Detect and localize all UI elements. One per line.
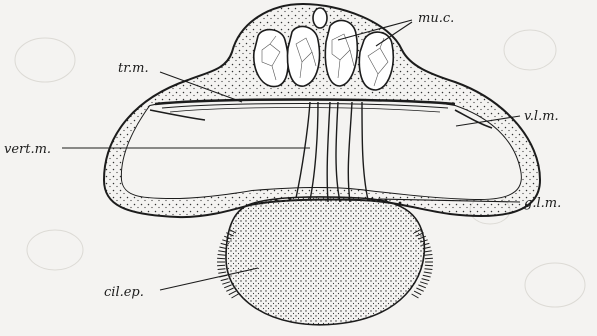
label-ventral-longitudinal-muscle: v.l.m. (524, 109, 559, 124)
cilium (218, 269, 226, 270)
cilium (418, 285, 425, 288)
label-vertical-muscle: vert.m. (4, 142, 51, 157)
ciliated-lobe (226, 197, 424, 325)
cilium (218, 272, 226, 273)
cilium (229, 291, 236, 295)
body-cavity (122, 100, 521, 199)
cilium (425, 269, 433, 270)
cilium (423, 275, 431, 277)
cilium (420, 282, 428, 284)
muscle-cell (288, 26, 320, 86)
cilium (414, 291, 421, 295)
muscle-cell-nucleus (313, 8, 327, 28)
cilium (218, 251, 226, 252)
label-muscle-cells: mu.c. (418, 11, 454, 26)
cilium (422, 279, 430, 281)
label-ciliated-epidermis: cil.ep. (104, 285, 144, 300)
cilium (412, 294, 419, 298)
cilium (221, 279, 229, 281)
cilium (425, 265, 433, 266)
cilium (224, 285, 231, 288)
cilium (425, 255, 433, 256)
cilium (425, 258, 433, 259)
label-gland-muscle: g.l.m. (524, 196, 561, 211)
muscle-cell (254, 30, 288, 87)
cilium (424, 272, 432, 273)
cilium (218, 255, 226, 256)
cilium (217, 265, 225, 266)
cilium (217, 258, 225, 259)
cilium (222, 282, 230, 284)
cilium (416, 288, 423, 291)
muscle-cell (359, 32, 393, 90)
cilium (232, 294, 239, 298)
cilium (226, 288, 233, 291)
label-transverse-muscle: tr.m. (118, 61, 149, 76)
